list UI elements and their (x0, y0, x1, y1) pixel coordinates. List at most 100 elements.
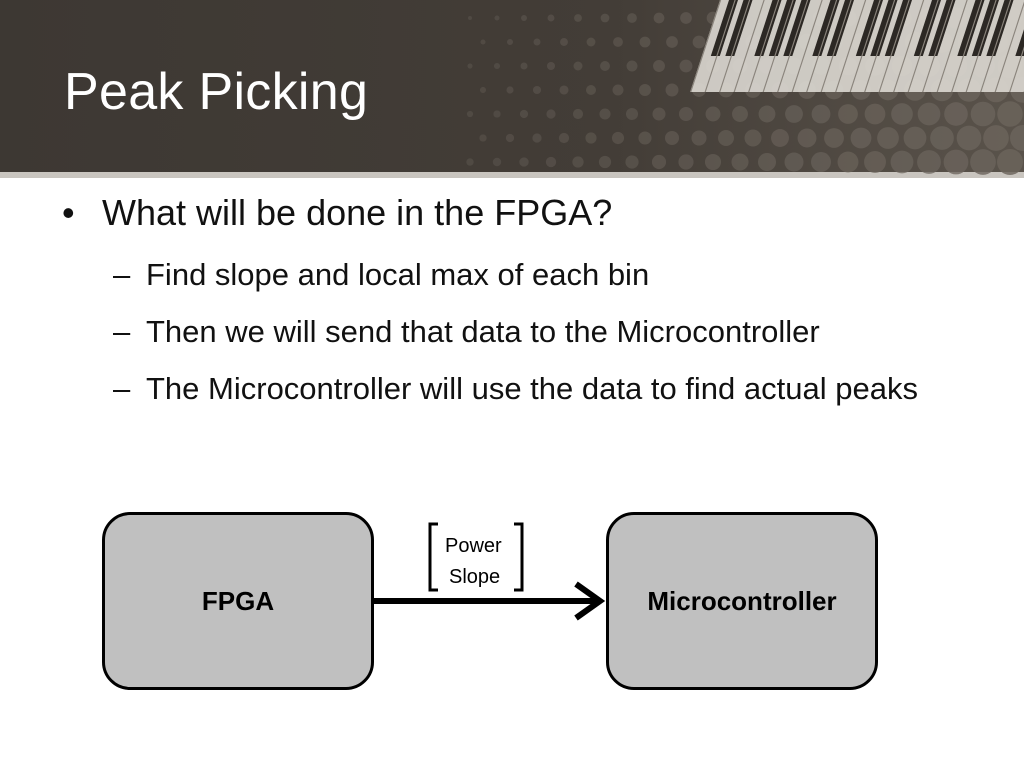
pattern-dot (704, 153, 722, 171)
pattern-dot (586, 37, 596, 47)
slide-title: Peak Picking (64, 63, 369, 121)
pattern-dot (519, 109, 529, 119)
fpga-block: FPGA (102, 512, 374, 690)
pattern-dot (943, 149, 969, 175)
pattern-dot (533, 38, 541, 46)
black-key (870, 0, 898, 56)
white-key-divider (704, 0, 736, 92)
white-key-divider (994, 0, 1024, 92)
pattern-dot (653, 60, 665, 72)
pattern-dot (997, 101, 1023, 127)
left-bracket-icon (428, 522, 438, 592)
pattern-dot (639, 84, 651, 96)
pattern-dot (930, 126, 954, 150)
pattern-dot (558, 132, 570, 144)
black-key (986, 0, 1014, 56)
pattern-dot (917, 150, 941, 174)
pattern-dot (652, 107, 666, 121)
white-key-divider (951, 0, 983, 92)
black-key (710, 0, 738, 56)
pattern-dot (585, 84, 597, 96)
pattern-dot (467, 63, 473, 69)
pattern-dot (613, 37, 623, 47)
pattern-dot (758, 105, 776, 123)
pattern-dot (850, 127, 872, 149)
pattern-dot (785, 105, 803, 123)
pattern-dot (718, 130, 734, 146)
pattern-dot (651, 154, 667, 170)
pattern-dot (572, 108, 584, 120)
pattern-dot (784, 152, 804, 172)
pattern-dot (824, 128, 844, 148)
white-key-divider (907, 0, 939, 92)
pattern-dot (572, 156, 584, 168)
pattern-dot (692, 35, 706, 49)
black-key (957, 0, 985, 56)
pattern-dot (466, 110, 474, 118)
pattern-dot (599, 108, 611, 120)
pattern-dot (493, 110, 501, 118)
sub-bullet-text: Then we will send that data to the Micro… (146, 314, 820, 349)
pattern-dot (653, 12, 665, 24)
pattern-dot (744, 129, 762, 147)
pattern-dot (970, 101, 996, 127)
pattern-dot (983, 125, 1009, 151)
black-key (855, 0, 883, 56)
white-key-divider (893, 0, 925, 92)
pattern-dot (890, 150, 914, 174)
pattern-dot (1010, 125, 1024, 151)
pattern-dot (600, 61, 610, 71)
pattern-dot (891, 103, 913, 125)
pattern-dot (493, 62, 501, 70)
white-key-divider (965, 0, 997, 92)
right-bracket-icon (514, 522, 524, 592)
edge-label-power: Power (445, 535, 502, 557)
white-key-divider (980, 0, 1012, 92)
black-key (971, 0, 999, 56)
microcontroller-block: Microcontroller (606, 512, 878, 690)
pattern-dot (638, 131, 652, 145)
white-key-divider (748, 0, 780, 92)
sub-bullet: – Then we will send that data to the Mic… (113, 309, 973, 355)
black-key (913, 0, 941, 56)
white-key-divider (777, 0, 809, 92)
pattern-dot (864, 151, 886, 173)
pattern-dot (837, 151, 859, 173)
pattern-dot (492, 157, 502, 167)
pattern-dot (521, 15, 527, 21)
pattern-dot (757, 152, 777, 172)
edge-label-slope: Slope (449, 566, 501, 588)
pattern-dot (864, 103, 886, 125)
pattern-dot (546, 61, 556, 71)
sub-bullet: – The Microcontroller will use the data … (113, 366, 973, 412)
pattern-dot (811, 152, 831, 172)
pattern-dot (466, 158, 474, 166)
pattern-dot (574, 14, 582, 22)
pattern-dot (532, 133, 542, 143)
pattern-dot (625, 107, 639, 121)
white-key-divider (936, 0, 968, 92)
piano-keys-decoration (690, 0, 1024, 92)
pattern-dot (560, 38, 568, 46)
white-key-divider (733, 0, 765, 92)
pattern-dot (612, 84, 624, 96)
black-key (884, 0, 912, 56)
pattern-dot (705, 106, 721, 122)
pattern-dot (679, 107, 693, 121)
dash-icon: – (113, 257, 131, 292)
black-key (812, 0, 840, 56)
pattern-dot (519, 157, 529, 167)
pattern-dot (811, 104, 831, 124)
sub-bullet-text: The Microcontroller will use the data to… (146, 371, 918, 406)
white-key-divider (719, 0, 751, 92)
pattern-dot (505, 133, 515, 143)
white-key-divider (762, 0, 794, 92)
pattern-dot (545, 156, 557, 168)
bullet-main-text: What will be done in the FPGA? (102, 192, 613, 233)
black-key (928, 0, 956, 56)
white-key-divider (864, 0, 896, 92)
pattern-dot (598, 155, 612, 169)
pattern-dot (480, 39, 486, 45)
pattern-dot (666, 36, 678, 48)
black-key (783, 0, 811, 56)
